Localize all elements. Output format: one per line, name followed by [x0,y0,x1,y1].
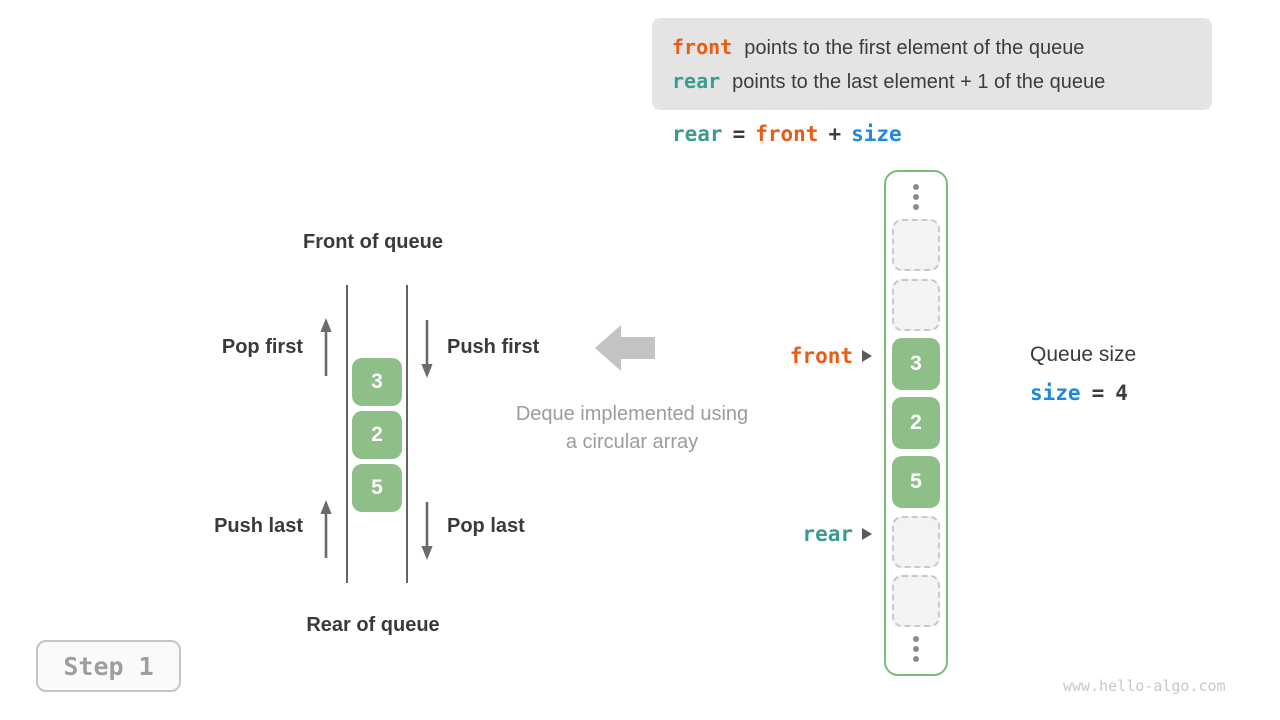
formula-plus: + [828,122,842,146]
queue-size-label: Queue size [1030,343,1137,366]
dot [913,656,919,662]
array-cell-empty [892,219,940,272]
rear-definition-text: points to the last element + 1 of the qu… [732,70,1106,93]
formula-front: front [755,122,819,146]
push-first-arrow-icon [421,320,433,378]
watermark: www.hello-algo.com [1063,677,1226,695]
dot [913,204,919,210]
queue-element: 5 [352,464,402,512]
caption-line1: Deque implemented using [515,403,749,425]
array-cell-front: 3 [892,337,940,390]
size-equals: = [1091,381,1105,405]
right-triangle-icon [862,528,872,540]
front-of-queue-label: Front of queue [303,231,443,253]
rear-keyword: rear [672,68,721,93]
push-last-label: Push last [214,515,303,537]
rear-pointer-label: rear [802,522,853,546]
array-cell-empty-rear [892,515,940,568]
ellipsis-dots-icon [913,182,919,212]
rear-formula: rear = front + size [672,122,902,146]
pop-first-label: Pop first [221,336,303,358]
queue-element: 2 [352,411,402,459]
size-variable: size [1030,381,1081,405]
array-cell-filled: 2 [892,397,940,449]
queue-channel-left-line [346,285,348,583]
queue-element: 3 [352,358,402,406]
left-block-arrow-icon [595,325,655,371]
step-badge: Step 1 [36,640,181,692]
dot [913,646,919,652]
pop-first-arrow-icon [320,318,332,376]
right-triangle-icon [862,350,872,362]
front-definition-text: points to the first element of the queue [744,36,1085,59]
formula-equals: = [732,122,746,146]
front-definition: front points to the first element of the… [672,35,1212,60]
pointer-definition-box: front points to the first element of the… [652,18,1212,110]
front-pointer-label: front [789,344,853,368]
front-pointer: front [712,344,872,368]
pop-last-label: Pop last [447,515,525,537]
push-first-label: Push first [447,336,540,358]
array-cell-empty [892,278,940,331]
formula-size: size [851,122,902,146]
rear-definition: rear points to the last element + 1 of t… [672,69,1212,94]
figure-caption: Deque implemented using a circular array [482,400,782,456]
array-cell-empty [892,574,940,627]
formula-rear: rear [672,122,723,146]
array-column: 3 2 5 [884,170,948,676]
dot [913,636,919,642]
dot [913,184,919,190]
rear-pointer: rear [712,522,872,546]
push-last-arrow-icon [320,500,332,558]
size-formula: size = 4 [1030,381,1128,405]
caption-line2: a circular array [565,431,699,453]
rear-of-queue-label: Rear of queue [306,614,440,636]
dot [913,194,919,200]
queue-channel-right-line [406,285,408,583]
pop-last-arrow-icon [421,502,433,560]
size-value: 4 [1115,381,1128,405]
ellipsis-dots-icon [913,634,919,664]
front-keyword: front [672,34,733,59]
array-cell-filled: 5 [892,456,940,509]
